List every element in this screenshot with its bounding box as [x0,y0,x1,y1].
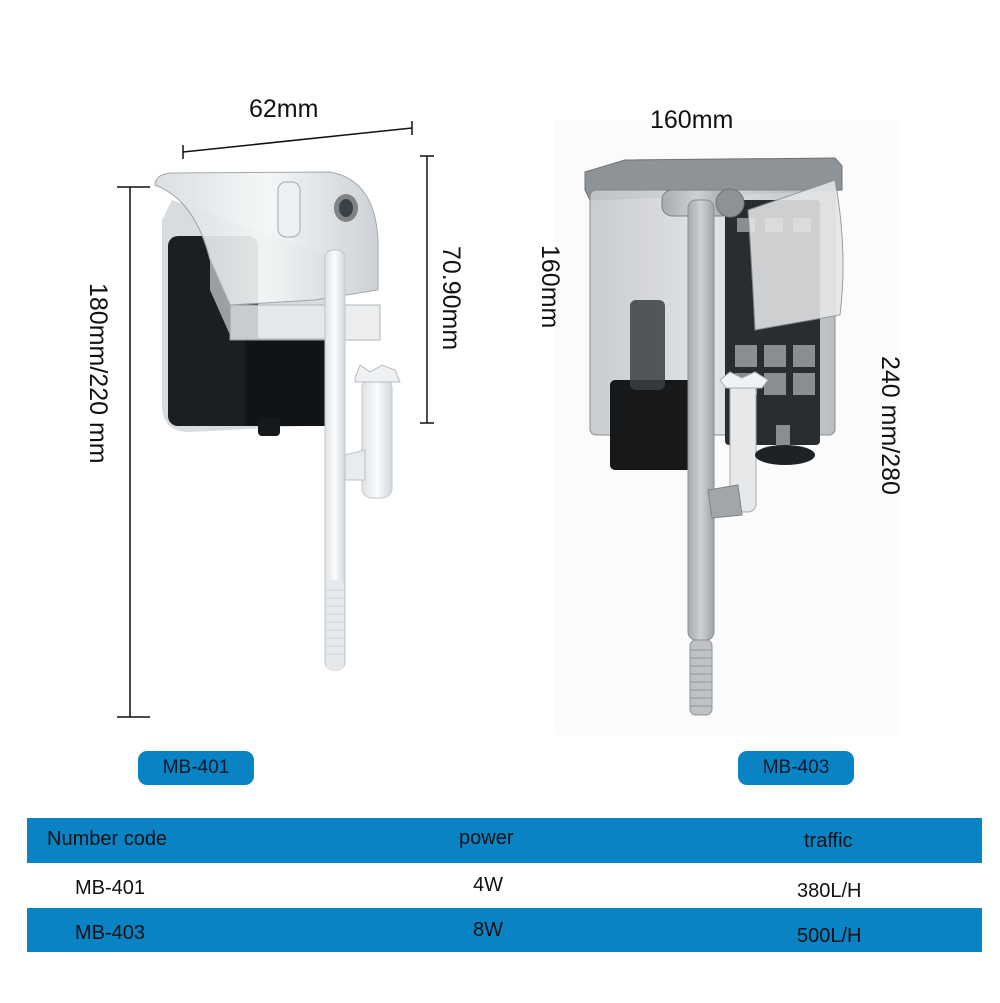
header-number-code: Number code [47,828,168,850]
cell-code: MB-403 [75,922,146,944]
cell-power: 4W [473,874,503,896]
header-traffic: traffic [804,830,853,852]
cell-traffic: 380L/H [797,880,862,902]
filter-image-mb401 [154,171,401,671]
height-body-label-mb401: 70.90mm [437,246,465,351]
filter-image-mb403 [584,157,844,716]
cell-traffic: 500L/H [797,925,862,947]
table-row: MB-401 4W 380L/H [27,863,982,908]
width-label-mb403: 160mm [650,106,734,134]
height-total-label-mb403: 240 mm/280 [876,356,904,495]
header-power: power [459,827,514,849]
cell-code: MB-401 [75,877,146,899]
cell-power: 8W [473,919,503,941]
height-body-label-mb403: 160mm [536,245,564,329]
model-badge-mb403: MB-403 [738,751,854,785]
model-badge-mb401: MB-401 [138,751,254,785]
table-header-row: Number code power traffic [27,818,982,863]
height-total-label-mb401: 180mm/220 mm [84,283,112,464]
spec-table: Number code power traffic MB-401 4W 380L… [27,818,982,952]
width-label-mb401: 62mm [249,95,319,123]
table-row: MB-403 8W 500L/H [27,908,982,952]
